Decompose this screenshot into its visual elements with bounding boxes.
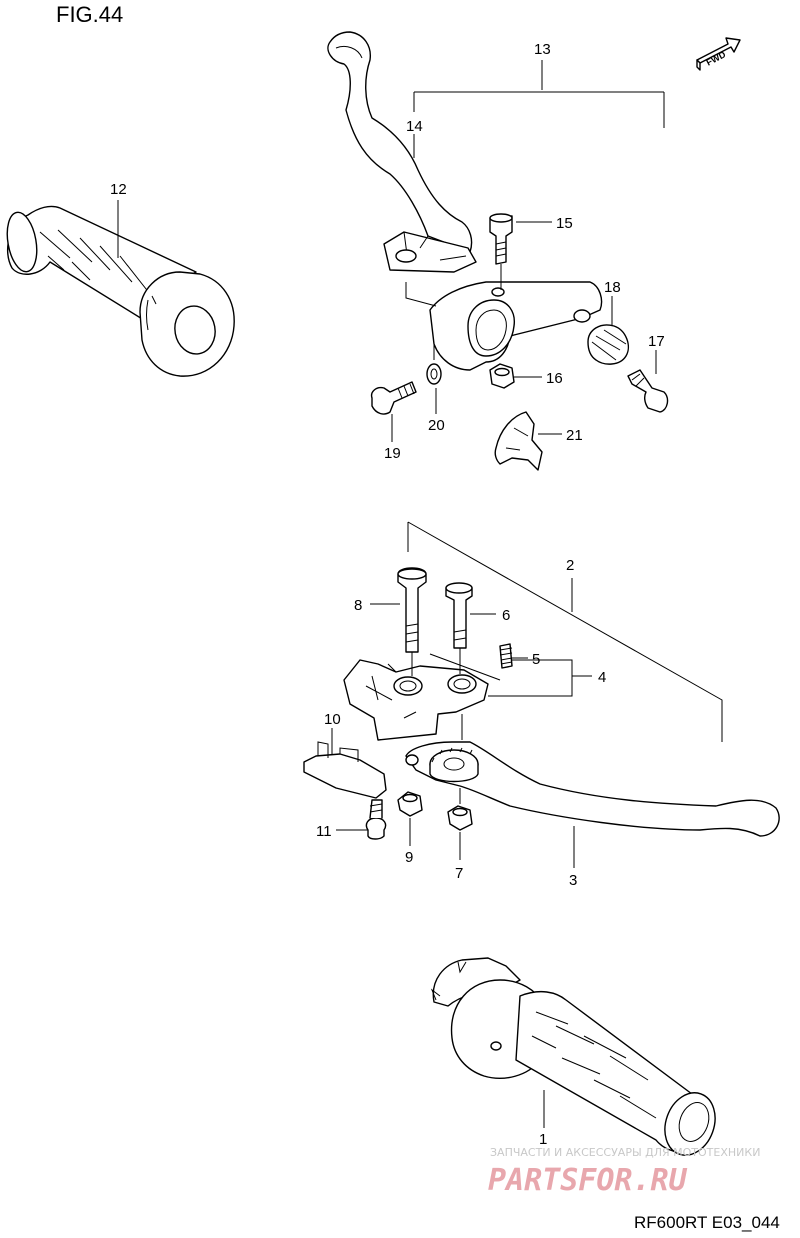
callout-11: 11 [316,823,332,840]
callout-10: 10 [324,711,341,728]
leader-lines [117,60,723,1128]
callout-5: 5 [532,651,540,668]
callout-20: 20 [428,417,445,434]
callout-labels: 13 14 12 15 18 17 16 20 21 19 2 8 6 5 4 … [110,41,665,1148]
callout-18: 18 [604,279,621,296]
watermark: ЗАПЧАСТИ И АКСЕССУАРЫ ДЛЯ МОТОТЕХНИКИ PA… [488,1146,760,1198]
callout-8: 8 [354,597,362,614]
callout-3: 3 [569,872,577,889]
watermark-tagline: ЗАПЧАСТИ И АКСЕССУАРЫ ДЛЯ МОТОТЕХНИКИ [490,1146,760,1159]
callout-14: 14 [406,118,423,135]
callout-7: 7 [455,865,463,882]
figure-title: FIG.44 [56,2,123,27]
callout-16: 16 [546,370,563,387]
callout-17: 17 [648,333,665,350]
right-handlebar-grip [430,957,716,1156]
callout-6: 6 [502,607,510,624]
callout-15: 15 [556,215,573,232]
callout-4: 4 [598,669,606,686]
callout-2: 2 [566,557,574,574]
watermark-brand: PARTSFOR.RU [488,1163,688,1198]
callout-21: 21 [566,427,583,444]
callout-13: 13 [534,41,551,58]
callout-19: 19 [384,445,401,462]
callout-1: 1 [539,1131,547,1148]
callout-12: 12 [110,181,127,198]
left-handlebar-grip [6,205,235,377]
lever-assembly-lower [303,567,780,840]
diagram-code: RF600RT E03_044 [634,1213,780,1232]
direction-label: FWD [704,49,727,68]
lever-assembly-upper [327,31,669,471]
forward-arrow-icon: FWD [696,37,741,71]
callout-9: 9 [405,849,413,866]
